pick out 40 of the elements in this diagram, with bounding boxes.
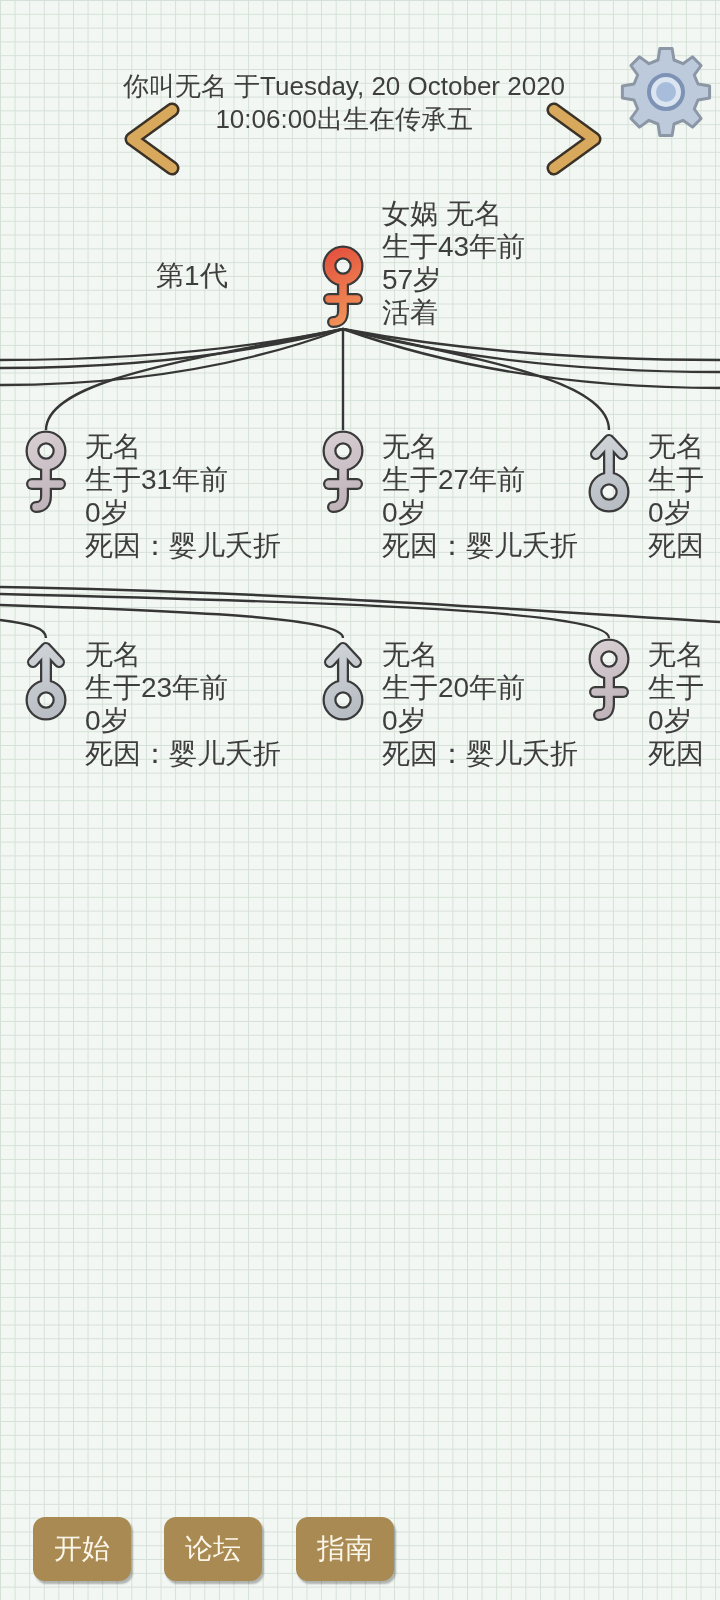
age-text: 0岁 bbox=[648, 704, 693, 737]
generation-label: 第1代 bbox=[156, 259, 228, 292]
birth-text: 生于23年前 bbox=[85, 671, 230, 704]
birth-text: 生于31年前 bbox=[85, 463, 230, 496]
name-text: 女娲 无名 bbox=[382, 197, 503, 230]
status-text: 死因：婴儿夭折 bbox=[85, 529, 281, 562]
name-text: 无名 bbox=[648, 638, 704, 671]
age-text: 0岁 bbox=[382, 496, 427, 529]
status-text: 死因：婴儿夭折 bbox=[85, 737, 281, 770]
status-text: 死因 bbox=[648, 737, 704, 770]
status-text: 活着 bbox=[382, 296, 439, 329]
tree-line bbox=[0, 327, 344, 370]
tree-line bbox=[0, 618, 48, 639]
name-text: 无名 bbox=[382, 638, 439, 671]
age-text: 0岁 bbox=[85, 704, 130, 737]
menu-button: 开始 bbox=[33, 1517, 131, 1581]
status-text: 死因：婴儿夭折 bbox=[382, 737, 578, 770]
name-text: 无名 bbox=[648, 430, 704, 463]
menu-button: 论坛 bbox=[164, 1517, 262, 1581]
tree-line bbox=[0, 592, 610, 639]
birth-text: 生于43年前 bbox=[382, 230, 526, 263]
tree-line bbox=[0, 603, 345, 639]
birth-text: 生于27年前 bbox=[382, 463, 527, 496]
name-text: 无名 bbox=[85, 430, 142, 463]
birth-text: 生于 bbox=[648, 671, 704, 704]
age-text: 0岁 bbox=[648, 496, 693, 529]
age-text: 0岁 bbox=[85, 496, 130, 529]
tree-line bbox=[342, 327, 720, 374]
birth-text: 生于20年前 bbox=[382, 671, 527, 704]
tree-line bbox=[341, 329, 345, 430]
age-text: 0岁 bbox=[382, 704, 427, 737]
status-text: 死因：婴儿夭折 bbox=[382, 529, 578, 562]
tree-line bbox=[342, 327, 720, 390]
birth-text: 生于 bbox=[648, 463, 704, 496]
menu-button: 指南 bbox=[296, 1517, 394, 1581]
status-text: 死因 bbox=[648, 529, 704, 562]
name-text: 无名 bbox=[382, 430, 439, 463]
name-text: 无名 bbox=[85, 638, 142, 671]
header-text: 你叫无名 于Tuesday, 20 October 2020 10:06:00出生在传承五 bbox=[121, 70, 567, 136]
age-text: 57岁 bbox=[382, 263, 443, 296]
